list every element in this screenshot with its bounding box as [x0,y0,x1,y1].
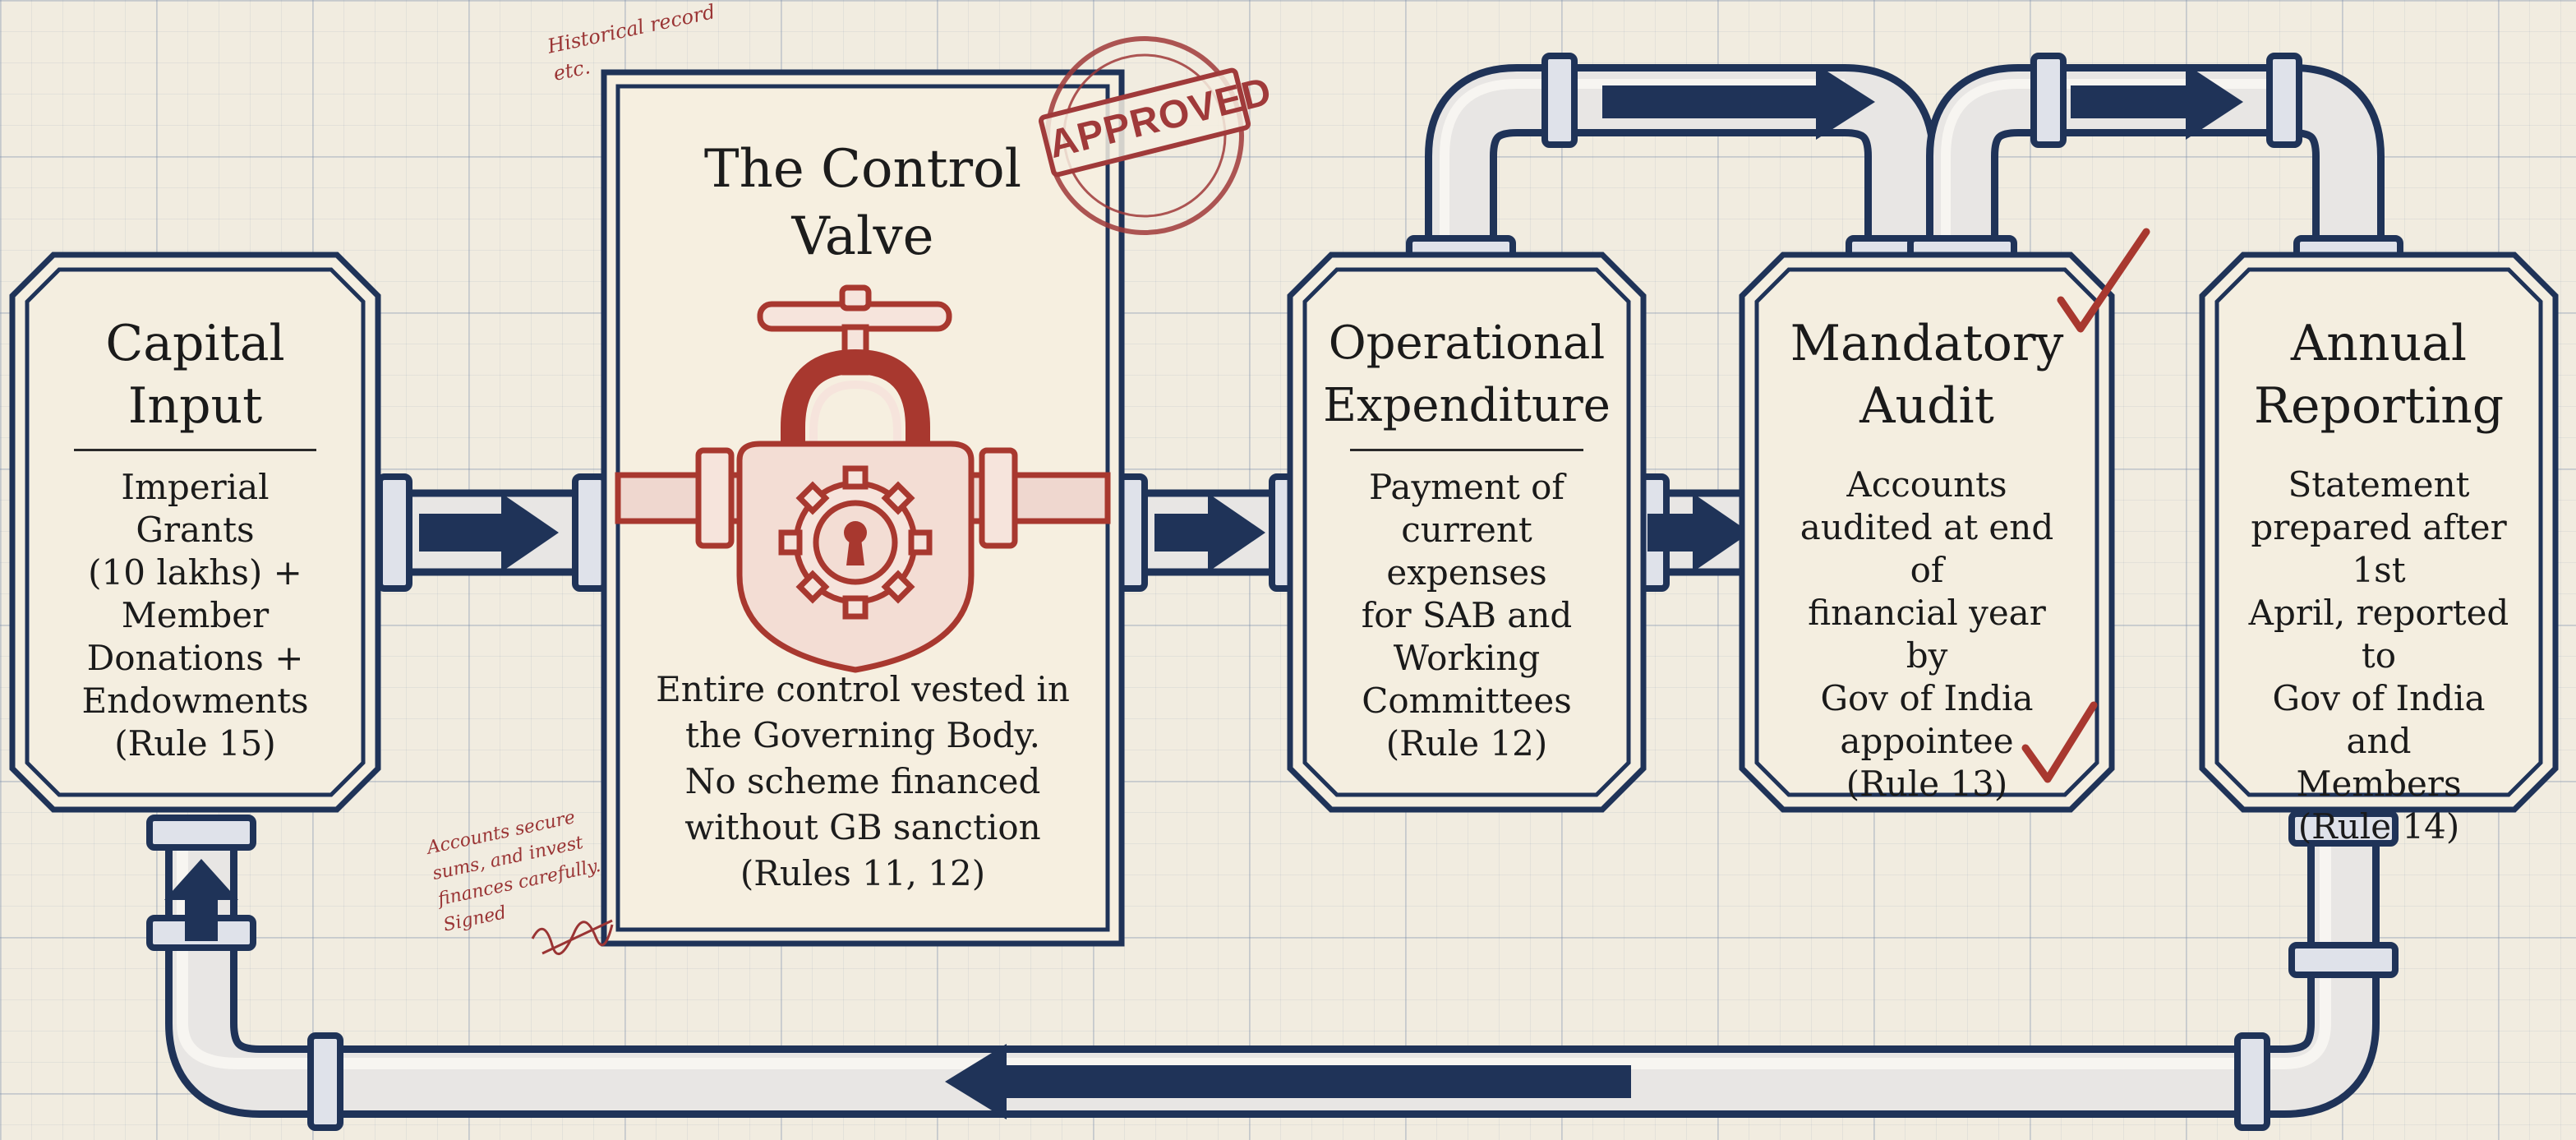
arrow-top-a [1602,64,1875,140]
padlock-gear-valve-icon [615,284,1111,673]
signature-scribble [531,919,614,956]
node-description: Payment of current expenses for SAB and … [1361,467,1573,764]
node-annual-reporting: Annual Reporting Statement prepared afte… [2217,270,2541,847]
node-mandatory-audit: Mandatory Audit Accounts audited at end … [1757,270,2097,804]
node-control-valve: The Control Valve Entire control vested … [618,86,1108,930]
title-divider [1350,449,1583,451]
arrow-capital-to-valve [419,493,559,572]
node-title: Mandatory Audit [1790,315,2064,435]
card-frames [9,252,2559,813]
node-title: Annual Reporting [2253,315,2505,435]
node-description: Statement prepared after 1st April, repo… [2248,464,2509,847]
card-frames-inner [25,267,2543,797]
arrow-return-up [164,859,238,941]
node-description: Accounts audited at end of financial yea… [1800,464,2054,804]
checkmark-icon [2021,701,2098,783]
node-description: Entire control vested in the Governing B… [656,669,1070,893]
checkmark-icon [2057,228,2150,333]
node-title: Operational Expenditure [1323,316,1611,432]
arrow-return [945,1044,1631,1119]
node-description: Imperial Grants (10 lakhs) + Member Dona… [81,467,309,764]
arrow-valve-to-operational [1154,493,1265,572]
flow-arrows [164,64,2243,1119]
arrow-top-b [2071,64,2243,140]
node-title: Capital Input [105,315,285,435]
node-operational-expenditure: Operational Expenditure Payment of curre… [1305,270,1629,795]
node-title: The Control Valve [703,139,1022,267]
arrow-operational-to-audit [1647,493,1750,572]
node-capital-input: Capital Input Imperial Grants (10 lakhs)… [27,270,363,795]
title-divider [74,449,316,451]
